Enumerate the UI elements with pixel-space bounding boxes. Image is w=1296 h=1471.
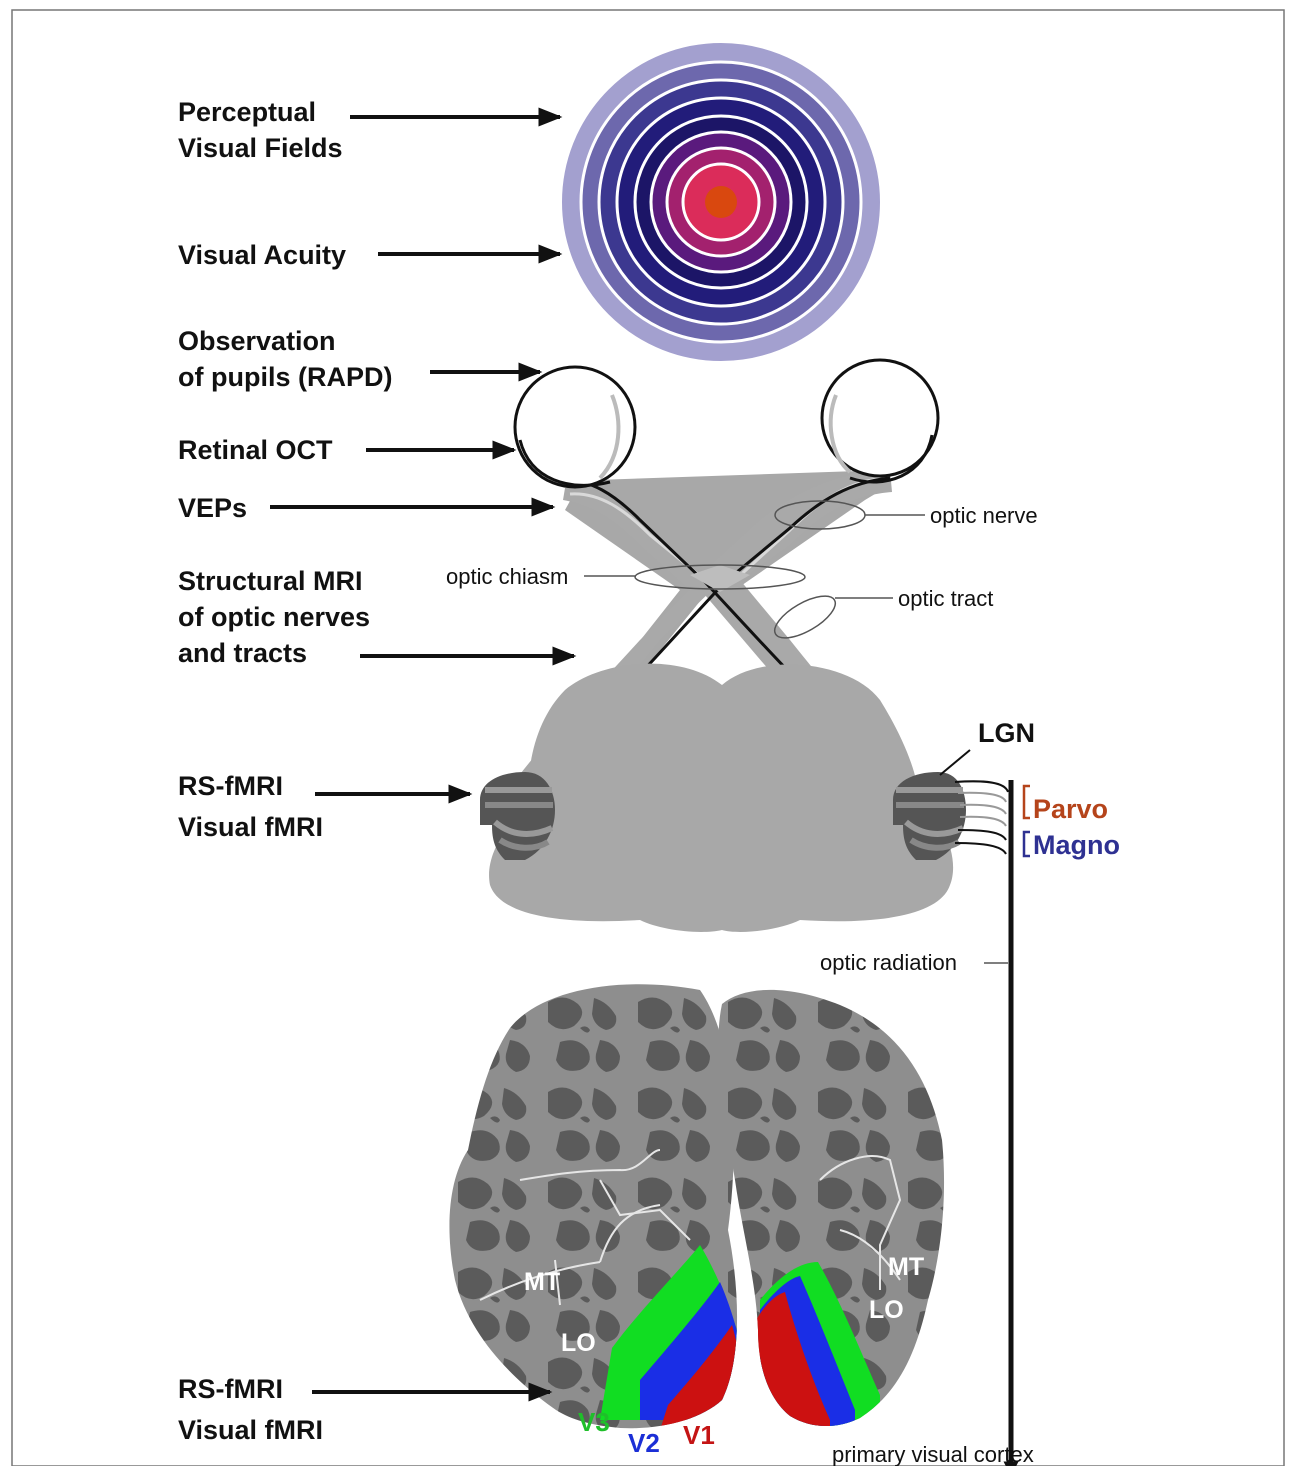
label-magno: Magno (1033, 830, 1120, 860)
label-optic-chiasm: optic chiasm (446, 564, 568, 589)
magno-bracket (1024, 832, 1030, 856)
parvo-bracket (1024, 786, 1030, 818)
svg-text:RS-fMRI: RS-fMRI (178, 1374, 283, 1404)
label-parvo: Parvo (1033, 794, 1108, 824)
optic-tract-ring (769, 588, 842, 646)
label-structural-mri: Structural MRI of optic nerves and tract… (178, 566, 370, 668)
label-optic-radiation: optic radiation (820, 950, 957, 975)
label-optic-tract: optic tract (898, 586, 993, 611)
label-v2: V2 (628, 1428, 660, 1458)
cortex-left (449, 984, 742, 1430)
label-observation-of-pupils: Observation of pupils (RAPD) (178, 326, 392, 392)
lgn-left (480, 772, 555, 860)
svg-text:RS-fMRI: RS-fMRI (178, 771, 283, 801)
left-eye (515, 367, 635, 487)
svg-text:Visual Fields: Visual Fields (178, 133, 343, 163)
cortex-right (718, 990, 944, 1432)
label-lgn: LGN (978, 718, 1035, 748)
visual-field-target (561, 42, 881, 362)
svg-text:of optic nerves: of optic nerves (178, 602, 370, 632)
label-veps: VEPs (178, 493, 247, 523)
thalamus-shape (489, 664, 953, 932)
svg-text:Visual fMRI: Visual fMRI (178, 812, 323, 842)
svg-text:and tracts: and tracts (178, 638, 307, 668)
label-perceptual-visual-fields: Perceptual Visual Fields (178, 97, 343, 163)
svg-text:Perceptual: Perceptual (178, 97, 316, 127)
svg-text:Observation: Observation (178, 326, 336, 356)
svg-text:of pupils (RAPD): of pupils (RAPD) (178, 362, 392, 392)
label-lo-left: LO (561, 1329, 596, 1357)
label-fmri-cortex: RS-fMRI Visual fMRI (178, 1374, 323, 1445)
svg-text:Structural MRI: Structural MRI (178, 566, 363, 596)
label-fmri-lgn: RS-fMRI Visual fMRI (178, 771, 323, 842)
svg-text:Visual fMRI: Visual fMRI (178, 1415, 323, 1445)
lgn-leader (940, 750, 970, 775)
label-visual-acuity: Visual Acuity (178, 240, 346, 270)
radiation-fibers (955, 781, 1008, 854)
label-mt-left: MT (524, 1268, 560, 1296)
label-primary-visual-cortex: primary visual cortex (832, 1442, 1034, 1466)
right-eye (822, 360, 938, 482)
label-lo-right: LO (869, 1296, 904, 1324)
label-retinal-oct: Retinal OCT (178, 435, 333, 465)
label-v3: V3 (578, 1407, 610, 1437)
label-v1: V1 (683, 1420, 715, 1450)
label-optic-nerve: optic nerve (930, 503, 1038, 528)
label-mt-right: MT (888, 1253, 924, 1281)
